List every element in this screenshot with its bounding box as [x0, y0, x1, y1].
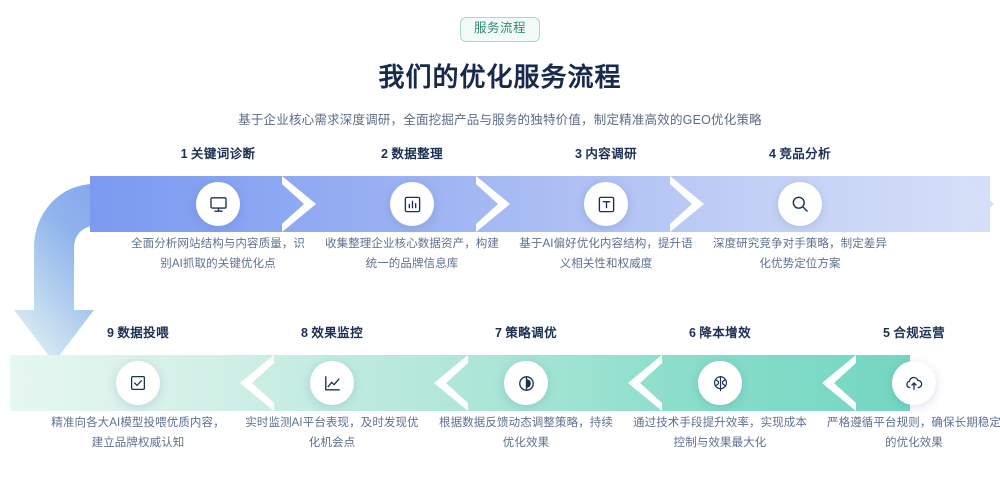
step-node-4[interactable]: [778, 182, 822, 226]
step-desc-6: 通过技术手段提升效率，实现成本控制与效果最大化: [633, 417, 807, 449]
step-desc-3: 基于AI偏好优化内容结构，提升语义相关性和权威度: [519, 238, 693, 270]
step-desc-2: 收集整理企业核心数据资产，构建统一的品牌信息库: [325, 238, 499, 270]
step-node-5[interactable]: [892, 361, 936, 405]
step-node-2[interactable]: [390, 182, 434, 226]
line-chart-icon: [324, 375, 340, 391]
step-desc-5: 严格遵循平台规则，确保长期稳定的优化效果: [827, 417, 1000, 449]
step-desc-4: 深度研究竞争对手策略，制定差异化优势定位方案: [713, 238, 887, 270]
page-title: 我们的优化服务流程: [378, 61, 622, 92]
step-desc-7: 根据数据反馈动态调整策略，持续优化效果: [439, 417, 613, 449]
monitor-icon: [209, 196, 227, 212]
step-title-7: 策略调优: [505, 326, 557, 340]
step-node-6[interactable]: [698, 361, 742, 405]
step-node-9[interactable]: [116, 361, 160, 405]
step-title-5: 合规运营: [893, 326, 945, 340]
step-node-1[interactable]: [196, 182, 240, 226]
step-title-6: 降本增效: [699, 326, 751, 340]
step-node-7[interactable]: [504, 361, 548, 405]
step-number-9: 9: [107, 326, 115, 340]
step-number-8: 8: [301, 326, 309, 340]
step-title-1: 关键词诊断: [190, 147, 256, 161]
step-number-2: 2: [381, 147, 389, 161]
row1-track: [90, 176, 990, 232]
step-title-9: 数据投喂: [117, 326, 169, 340]
step-node-8[interactable]: [310, 361, 354, 405]
step-number-7: 7: [495, 326, 503, 340]
bar-chart-box-icon: [404, 196, 420, 212]
section-header: 服务流程 我们的优化服务流程 基于企业核心需求深度调研，全面挖掘产品与服务的独特…: [0, 0, 1000, 128]
page-subtitle: 基于企业核心需求深度调研，全面挖掘产品与服务的独特价值，制定精准高效的GEO优化…: [238, 112, 762, 127]
step-title-2: 数据整理: [391, 147, 443, 161]
step-number-5: 5: [883, 326, 891, 340]
step-title-8: 效果监控: [311, 326, 363, 340]
step-title-4: 竞品分析: [779, 147, 831, 161]
search-icon: [792, 196, 808, 212]
brain-icon: [713, 375, 727, 391]
step-desc-8: 实时监测AI平台表现，及时发现优化机会点: [245, 417, 419, 449]
row1-arrow-head: [960, 176, 994, 232]
step-number-1: 1: [180, 147, 188, 161]
text-box-icon: [598, 196, 614, 212]
step-node-3[interactable]: [584, 182, 628, 226]
ab-split-circle-icon: [518, 375, 534, 391]
step-number-6: 6: [689, 326, 697, 340]
step-number-3: 3: [575, 147, 583, 161]
step-desc-9: 精准向各大AI模型投喂优质内容，建立品牌权威认知: [51, 417, 225, 449]
step-number-4: 4: [769, 147, 777, 161]
section-badge: 服务流程: [459, 17, 540, 42]
cloud-upload-icon: [906, 376, 923, 390]
step-title-3: 内容调研: [585, 147, 637, 161]
step-desc-1: 全面分析网站结构与内容质量，识别AI抓取的关键优化点: [131, 238, 305, 270]
uturn-connector-arrow: [14, 184, 164, 363]
checkbox-icon: [130, 375, 146, 391]
